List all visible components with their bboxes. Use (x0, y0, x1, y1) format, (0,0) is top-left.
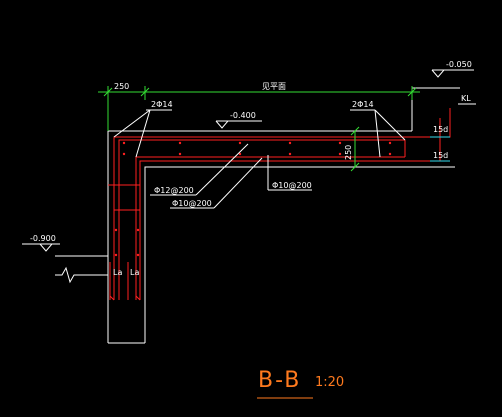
dim-span: 见平面 (262, 82, 286, 91)
rebar-label-dist-12: Φ12@200 (154, 186, 194, 195)
beam-label: KL (461, 94, 471, 103)
dim-15d-bottom: 15d (433, 151, 448, 160)
section-title: B-B (258, 368, 301, 393)
dim-15d-top: 15d (433, 125, 448, 134)
anchorage-ticks (430, 136, 450, 162)
elevation-top-right: -0.050 (446, 60, 472, 69)
rebar-label-top-left: 2Φ14 (151, 100, 173, 109)
leaders (39, 69, 476, 252)
rebar-label-dist-10-right: Φ10@200 (272, 181, 312, 190)
dim-250-vertical: 250 (344, 145, 353, 160)
anchorage-la-right: La (130, 268, 139, 277)
elevation-left: -0.900 (30, 234, 56, 243)
anchorage-la-left: La (113, 268, 122, 277)
dim-250-left: 250 (114, 82, 129, 91)
drawing-title: B-B 1:20 (257, 368, 344, 399)
section-scale: 1:20 (315, 375, 344, 390)
elevation-slab: -0.400 (230, 111, 256, 120)
rebar-label-dist-10: Φ10@200 (172, 199, 212, 208)
rebar-label-top-right: 2Φ14 (352, 100, 374, 109)
la-arrows (109, 262, 129, 300)
dimension-lines (98, 86, 420, 172)
